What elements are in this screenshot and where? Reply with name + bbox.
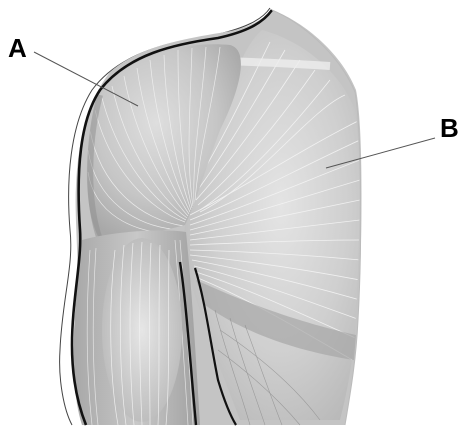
label-b: B — [440, 113, 459, 143]
label-a: A — [8, 33, 27, 63]
upper-arm — [74, 230, 200, 425]
